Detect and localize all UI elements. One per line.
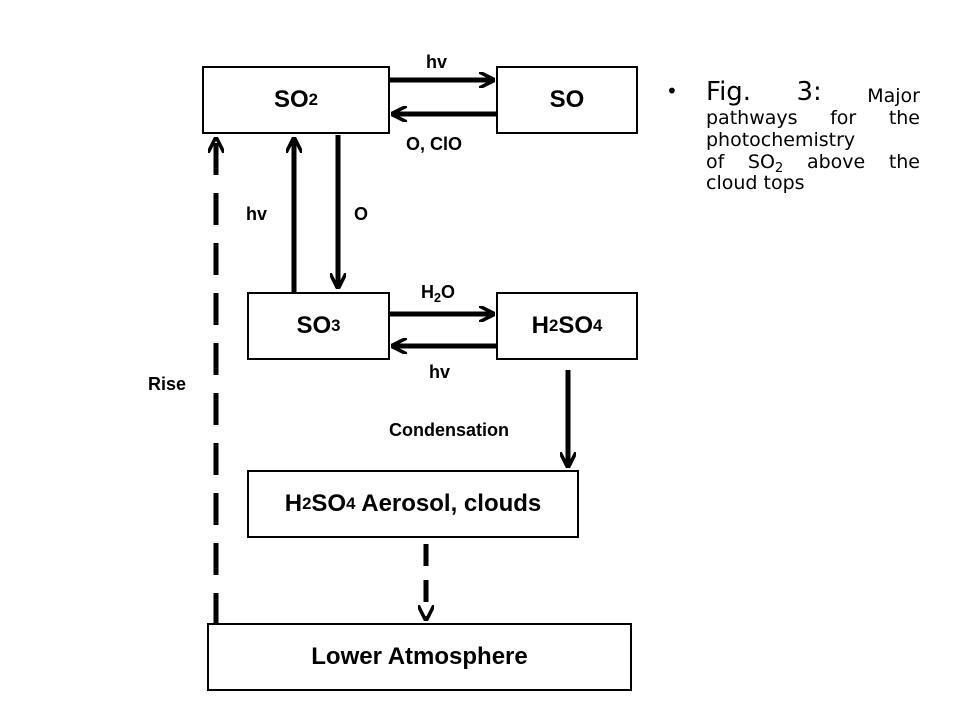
label-condensation: Condensation xyxy=(389,420,509,440)
caption-word-above: above xyxy=(806,150,866,173)
caption-so-sub: 2 xyxy=(774,160,784,176)
label-h2o-post: O xyxy=(441,282,456,302)
caption-word-of: of xyxy=(706,150,725,173)
caption-word-cloud-tops: cloud tops xyxy=(706,172,805,195)
caption-line-1: Fig. 3: Major xyxy=(706,77,920,108)
box-lower-text: Lower Atmosphere xyxy=(311,643,528,670)
label-hv-left: hv xyxy=(246,204,268,224)
label-h2o-sub: 2 xyxy=(434,290,442,305)
caption-word-the1: the xyxy=(888,106,920,129)
caption-word-photochemistry: photochemistry xyxy=(706,128,856,151)
caption-word-major: Major xyxy=(867,85,920,108)
box-so: SO xyxy=(496,66,638,134)
label-hv-top: hv xyxy=(426,52,448,72)
box-h2so4-pre: H xyxy=(531,312,549,339)
label-h2o-pre: H xyxy=(421,282,434,302)
box-aerosol-pre: H xyxy=(284,490,303,517)
label-h2o: H2O xyxy=(421,282,456,305)
box-aerosol-mid: SO xyxy=(311,490,347,517)
label-o-clo: O, ClO xyxy=(406,134,463,154)
box-so3-text: SO xyxy=(296,312,332,339)
caption-fig: Fig. xyxy=(706,77,752,107)
box-so2-text: SO xyxy=(273,86,309,113)
caption-word-the2: the xyxy=(888,150,920,173)
caption-line-2: pathways for the xyxy=(706,106,920,130)
caption-num: 3: xyxy=(796,77,822,107)
box-h2so4-mid: SO xyxy=(558,312,594,339)
caption-so: SO xyxy=(747,150,775,173)
caption-word-so2: SO2 xyxy=(747,150,784,176)
caption-word-pathways: pathways xyxy=(706,106,798,129)
caption-word-for: for xyxy=(830,106,857,129)
label-hv-bottom: hv xyxy=(429,362,451,382)
caption-line-4: of SO2 above the xyxy=(706,150,920,176)
label-rise: Rise xyxy=(148,374,187,394)
box-aerosol-post: Aerosol, clouds xyxy=(355,490,542,517)
box-lower-atmosphere: Lower Atmosphere xyxy=(207,623,632,691)
caption-bullet: • xyxy=(666,79,678,103)
caption-line-3: photochemistry xyxy=(706,128,920,152)
box-so-text: SO xyxy=(549,86,585,113)
caption-line-5: cloud tops xyxy=(706,173,920,195)
figure-caption: • Fig. 3: Major pathways for the photoch… xyxy=(666,77,920,195)
label-o-mid: O xyxy=(354,204,369,224)
